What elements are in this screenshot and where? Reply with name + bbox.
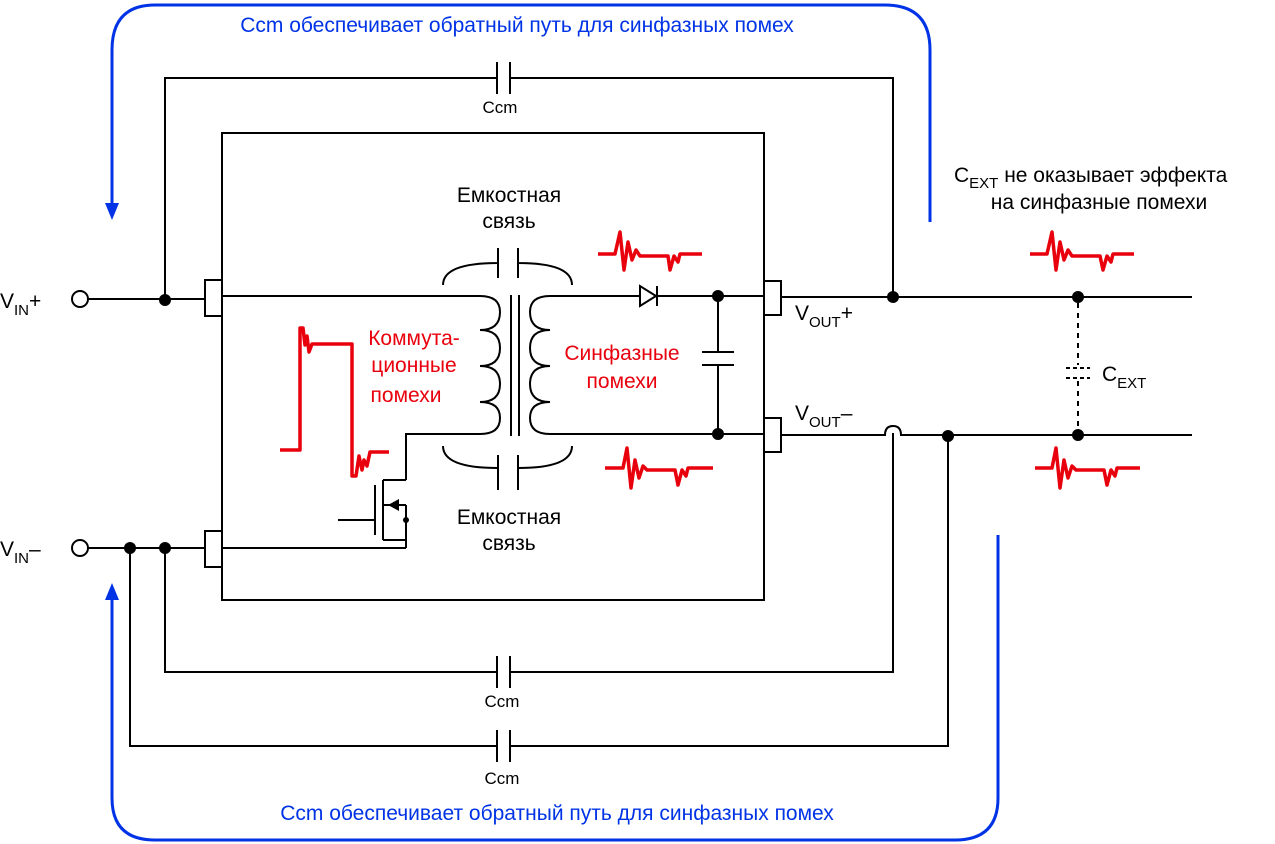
switching-noise-line3: помехи bbox=[371, 384, 442, 407]
rectifier-diode bbox=[639, 284, 764, 308]
cap-coupling-top-line1: Емкостная bbox=[457, 184, 561, 207]
bottom-return-path-label: Ccm обеспечивает обратный путь для синфа… bbox=[280, 802, 834, 825]
mosfet-switch bbox=[338, 479, 409, 548]
vin-plus-label: VIN+ bbox=[0, 290, 41, 319]
capacitive-coupling-bottom bbox=[442, 445, 573, 490]
vout-plus-terminal bbox=[763, 280, 1192, 316]
common-mode-noise-bottom-right bbox=[1035, 446, 1140, 490]
cext-capacitor bbox=[1066, 303, 1090, 430]
ccm-mid-label: Ccm bbox=[485, 692, 520, 711]
common-mode-noise-line1: Синфазные bbox=[564, 342, 679, 365]
cext-note-line1: CEXT не оказывает эффекта bbox=[954, 164, 1228, 192]
cap-coupling-bottom-line1: Емкостная bbox=[457, 506, 561, 529]
transformer bbox=[405, 295, 720, 480]
vout-plus-label: VOUT+ bbox=[795, 302, 853, 331]
return-path-top bbox=[105, 3, 932, 222]
common-mode-noise-top-right bbox=[1030, 230, 1134, 272]
capacitive-coupling-top bbox=[442, 248, 573, 286]
converter-module-box bbox=[221, 132, 765, 601]
return-path-bottom bbox=[105, 535, 1000, 842]
cap-coupling-bottom-line2: связь bbox=[482, 532, 535, 555]
ccm-bottom-capacitor bbox=[129, 436, 949, 762]
ccm-top-capacitor bbox=[164, 62, 894, 300]
vout-minus-label: VOUT– bbox=[795, 402, 853, 431]
common-mode-noise-bottom-center bbox=[605, 446, 713, 490]
vin-minus-label: VIN– bbox=[0, 538, 41, 567]
switching-noise-line1: Коммута- bbox=[368, 327, 460, 350]
ccm-mid-capacitor bbox=[164, 433, 894, 688]
cap-coupling-top-line2: связь bbox=[482, 210, 535, 233]
cext-note-line2: на синфазные помехи bbox=[991, 191, 1207, 214]
cext-label: CEXT bbox=[1102, 363, 1146, 392]
common-mode-noise-top-center bbox=[598, 230, 702, 272]
top-return-path-label: Ccm обеспечивает обратный путь для синфа… bbox=[240, 14, 794, 37]
vin-minus-terminal bbox=[71, 530, 406, 568]
switching-noise-line2: ционные bbox=[371, 354, 456, 377]
ccm-top-label: Ccm bbox=[483, 98, 518, 117]
switching-noise-waveform bbox=[280, 326, 389, 478]
vin-plus-terminal bbox=[71, 279, 470, 317]
output-capacitor bbox=[702, 290, 764, 440]
common-mode-noise-line2: помехи bbox=[587, 370, 658, 393]
vout-minus-terminal bbox=[763, 417, 1192, 453]
ccm-bottom-label: Ccm bbox=[485, 769, 520, 788]
